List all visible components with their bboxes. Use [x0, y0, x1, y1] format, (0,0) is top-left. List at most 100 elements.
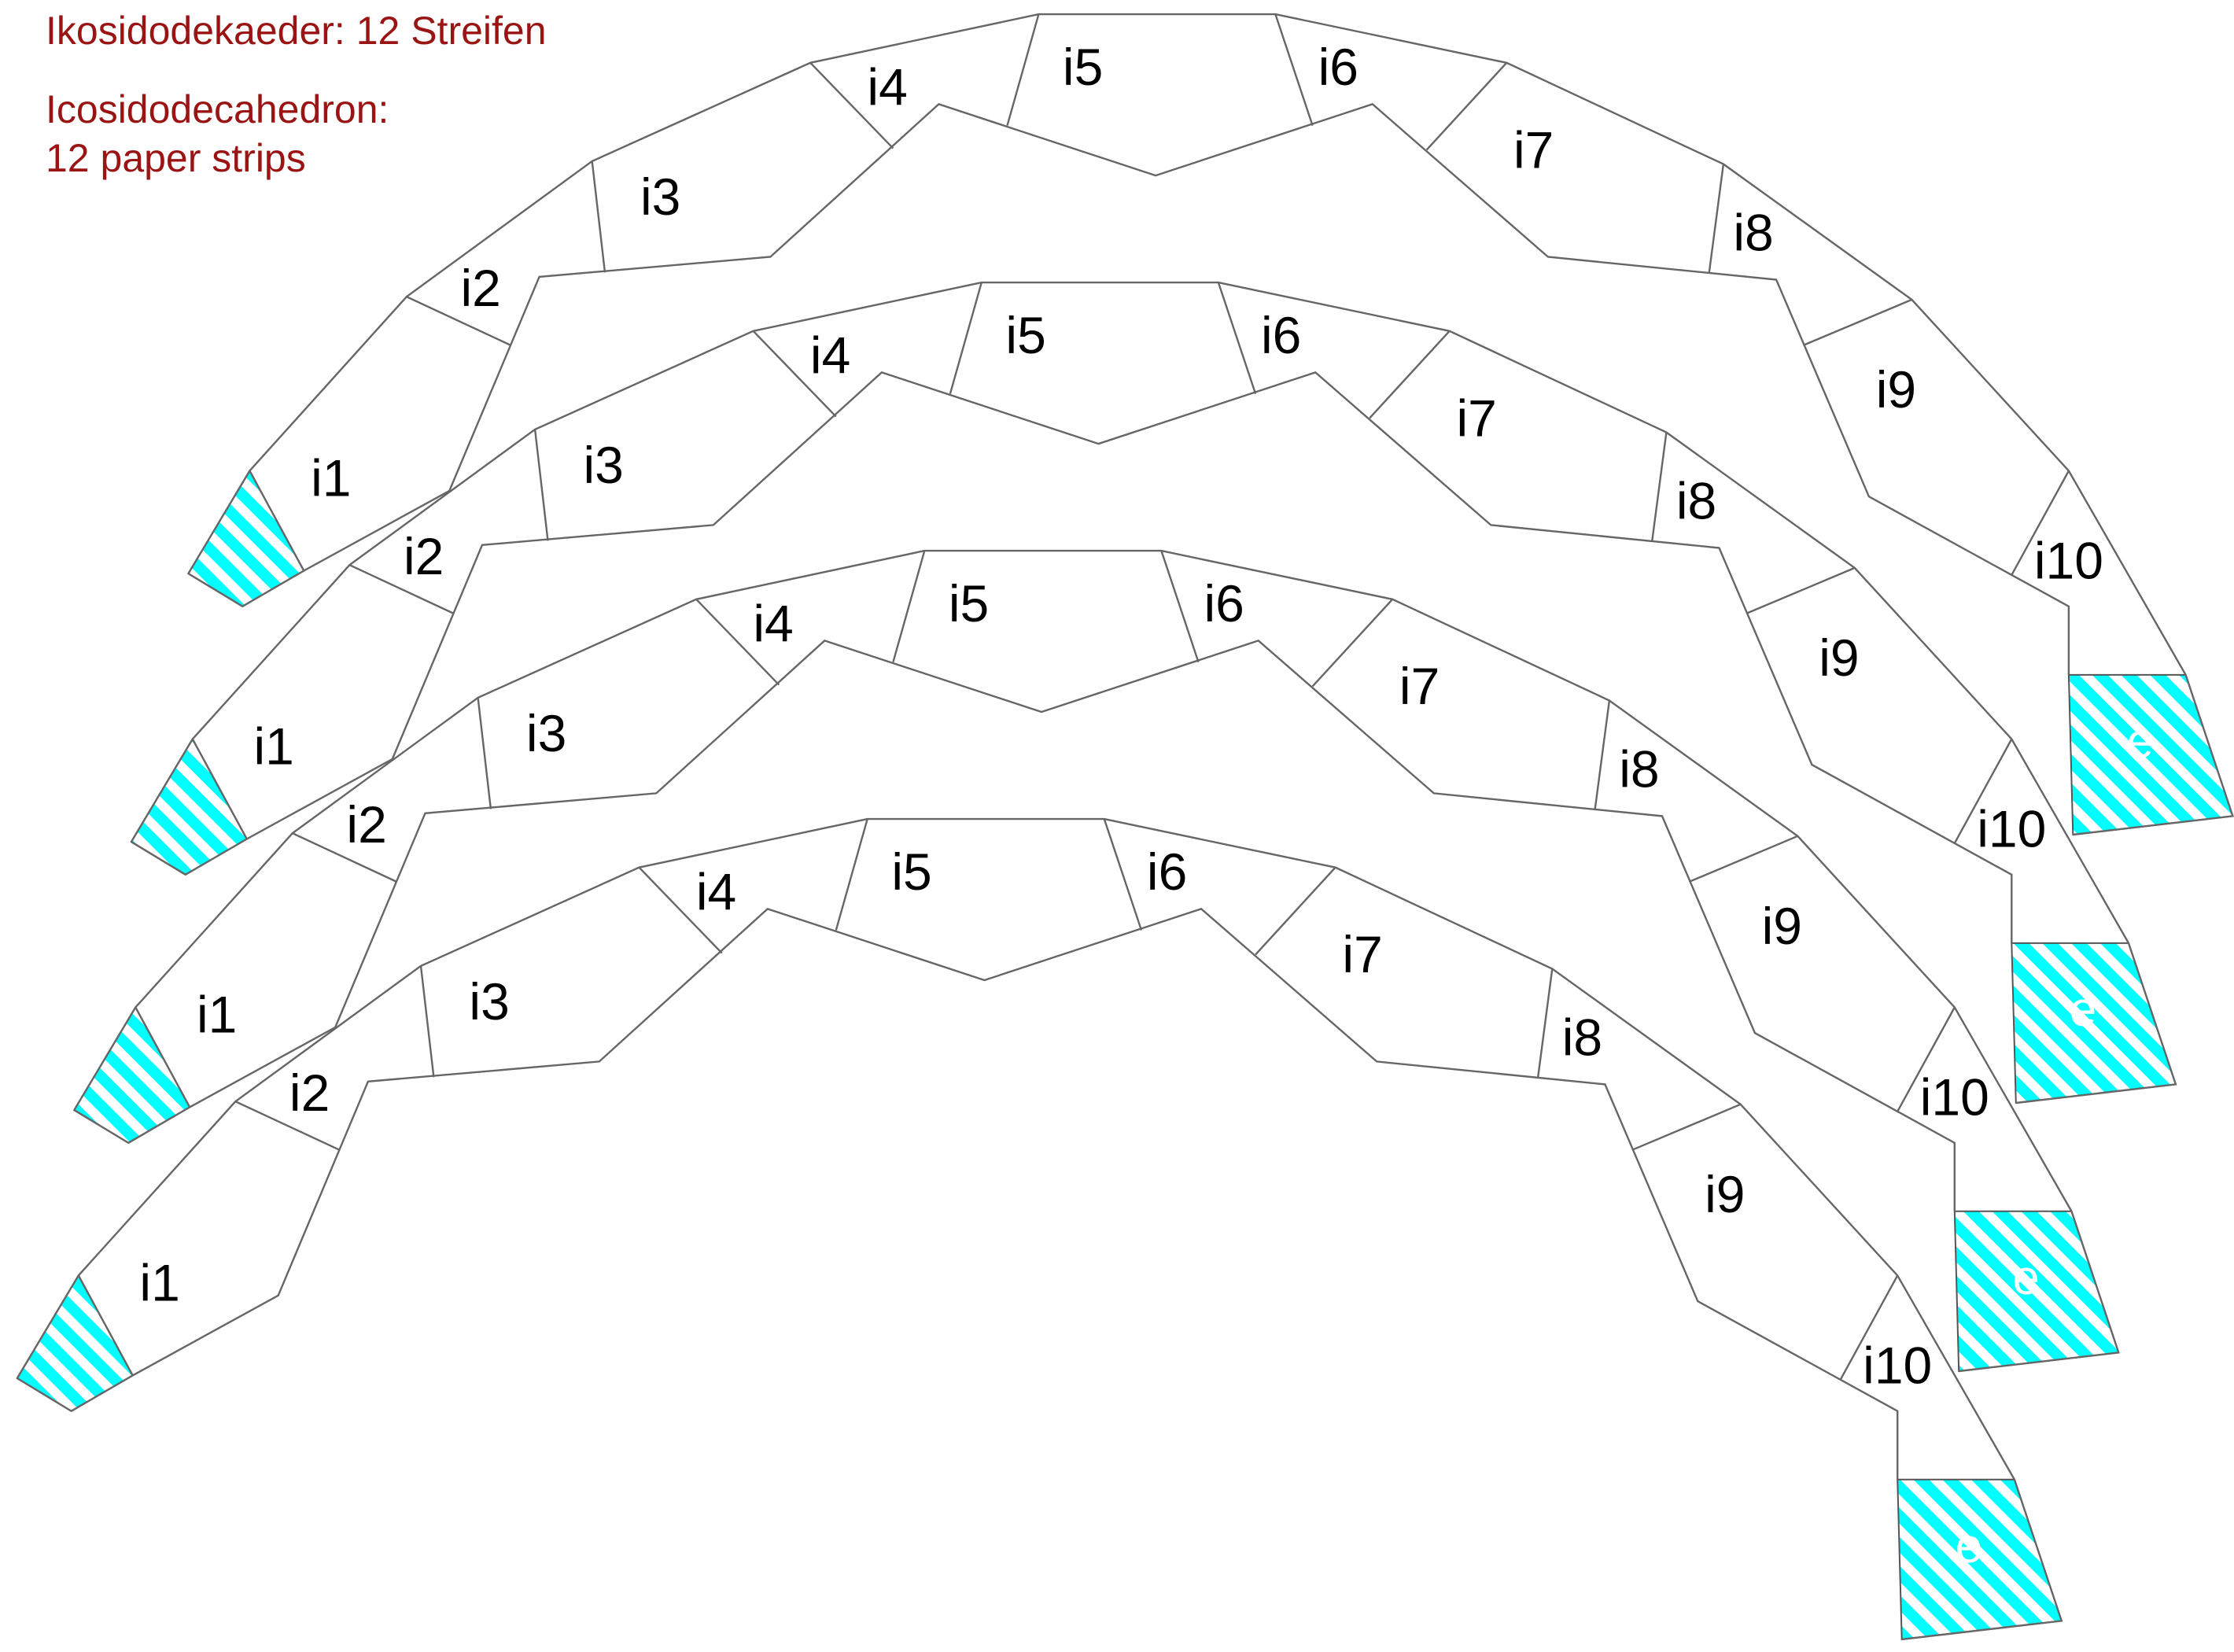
segment-divider	[234, 1101, 341, 1151]
segment-label-3: i3	[526, 704, 566, 762]
strip-inner-edge	[241, 103, 2070, 675]
segment-divider	[1651, 432, 1668, 541]
segment-divider	[1537, 968, 1554, 1078]
segment-label-10: i10	[1920, 1068, 1989, 1127]
segment-label-2: i2	[346, 795, 386, 854]
title-english-line1: Icosidodecahedron:	[46, 87, 389, 131]
segment-divider	[638, 866, 723, 954]
segment-divider	[292, 832, 397, 883]
end-tab-label: e	[2012, 1251, 2039, 1305]
segment-divider	[1369, 330, 1451, 419]
segment-label-9: i9	[1819, 629, 1859, 687]
segment-label-4: i4	[753, 594, 793, 652]
title-english-line2: 12 paper strips	[46, 136, 306, 180]
segment-divider	[591, 160, 606, 273]
segment-divider	[348, 564, 455, 614]
segment-divider	[1274, 13, 1314, 126]
segment-label-9: i9	[1705, 1165, 1745, 1223]
segment-label-8: i8	[1562, 1008, 1602, 1066]
strip-4: i1 i2 i3 i4 i5 i6 i7 i8 i9 i10 e	[16, 817, 2063, 1641]
segment-label-5: i5	[1063, 38, 1103, 96]
segment-label-6: i6	[1204, 574, 1244, 632]
segment-label-1: i1	[311, 448, 351, 507]
segment-divider	[1594, 700, 1611, 809]
segment-divider	[2011, 470, 2070, 576]
segment-divider	[477, 697, 492, 809]
segment-label-4: i4	[810, 326, 850, 385]
segment-label-1: i1	[197, 985, 237, 1043]
strip-outer-edge	[73, 549, 2120, 1373]
segment-label-8: i8	[1676, 471, 1716, 529]
segment-label-5: i5	[891, 843, 931, 901]
segment-divider	[835, 818, 868, 931]
segment-divider	[249, 470, 305, 572]
segment-label-7: i7	[1457, 389, 1497, 447]
segment-divider	[809, 61, 894, 149]
segment-divider	[191, 738, 248, 840]
segment-divider	[1631, 1103, 1742, 1151]
segment-label-4: i4	[867, 58, 907, 116]
segment-label-10: i10	[1863, 1337, 1932, 1395]
segment-label-6: i6	[1318, 38, 1358, 96]
strip-3: i1 i2 i3 i4 i5 i6 i7 i8 i9 i10 e	[72, 549, 2120, 1373]
strip-outer-edge	[130, 281, 2177, 1104]
segment-divider	[949, 282, 982, 394]
end-tab-label: e	[1956, 1519, 1982, 1573]
segment-divider	[406, 296, 511, 346]
segment-divider	[533, 429, 549, 541]
end-tab-label: e	[2126, 714, 2153, 769]
segment-divider	[1688, 835, 1798, 883]
segment-label-5: i5	[949, 574, 989, 632]
strip-2: i1 i2 i3 i4 i5 i6 i7 i8 i9 i10 e	[130, 281, 2177, 1104]
strip-start-edge	[17, 1377, 72, 1412]
segment-label-6: i6	[1261, 306, 1301, 364]
segment-label-10: i10	[2034, 532, 2103, 590]
segment-divider	[77, 1274, 134, 1376]
segment-label-3: i3	[584, 436, 624, 494]
segment-divider	[1953, 738, 2013, 844]
segment-divider	[695, 598, 780, 686]
strip-outer-edge	[187, 13, 2234, 836]
segment-label-1: i1	[139, 1253, 179, 1311]
segment-divider	[1255, 866, 1336, 956]
segment-divider	[135, 1006, 191, 1108]
segment-divider	[1160, 550, 1200, 662]
segment-label-2: i2	[289, 1064, 330, 1122]
segment-divider	[1897, 1006, 1956, 1112]
segment-divider	[1006, 13, 1040, 126]
segment-divider	[752, 330, 837, 418]
segment-label-9: i9	[1876, 360, 1916, 419]
segment-divider	[1803, 298, 1912, 347]
segment-divider	[1708, 164, 1725, 273]
segment-label-4: i4	[696, 862, 736, 920]
segment-label-3: i3	[640, 168, 680, 226]
segment-divider	[1746, 566, 1856, 615]
end-tab-label: e	[2070, 983, 2096, 1037]
strip-outer-edge	[16, 817, 2063, 1641]
segment-divider	[1839, 1274, 1899, 1381]
segment-label-2: i2	[461, 259, 501, 317]
segment-divider	[1311, 598, 1394, 688]
segment-label-8: i8	[1733, 204, 1773, 262]
segment-divider	[419, 965, 435, 1078]
segment-label-2: i2	[404, 527, 444, 585]
strip-1: i1 i2 i3 i4 i5 i6 i7 i8 i9 i10 e	[187, 13, 2234, 836]
segment-divider	[892, 550, 926, 662]
segment-label-3: i3	[469, 972, 509, 1031]
strip-start-edge	[187, 573, 243, 607]
strip-start-edge	[131, 841, 186, 876]
strips-layer: i1 i2 i3 i4 i5 i6 i7 i8 i9 i10 e i1 i2 i3 i4 i5 i6 i7 i8 i9…	[16, 13, 2234, 1641]
strip-start-edge	[73, 1109, 129, 1144]
segment-label-5: i5	[1005, 306, 1045, 364]
segment-label-7: i7	[1342, 925, 1382, 983]
strip-inner-edge	[127, 640, 1956, 1211]
strip-inner-edge	[185, 371, 2013, 943]
segment-label-9: i9	[1762, 897, 1802, 955]
segment-label-8: i8	[1619, 739, 1659, 798]
segment-divider	[1425, 61, 1508, 151]
title-german: Ikosidodekaeder: 12 Streifen	[46, 9, 547, 53]
segment-label-10: i10	[1977, 800, 2046, 858]
segment-label-6: i6	[1147, 843, 1187, 901]
segment-label-7: i7	[1399, 657, 1440, 715]
